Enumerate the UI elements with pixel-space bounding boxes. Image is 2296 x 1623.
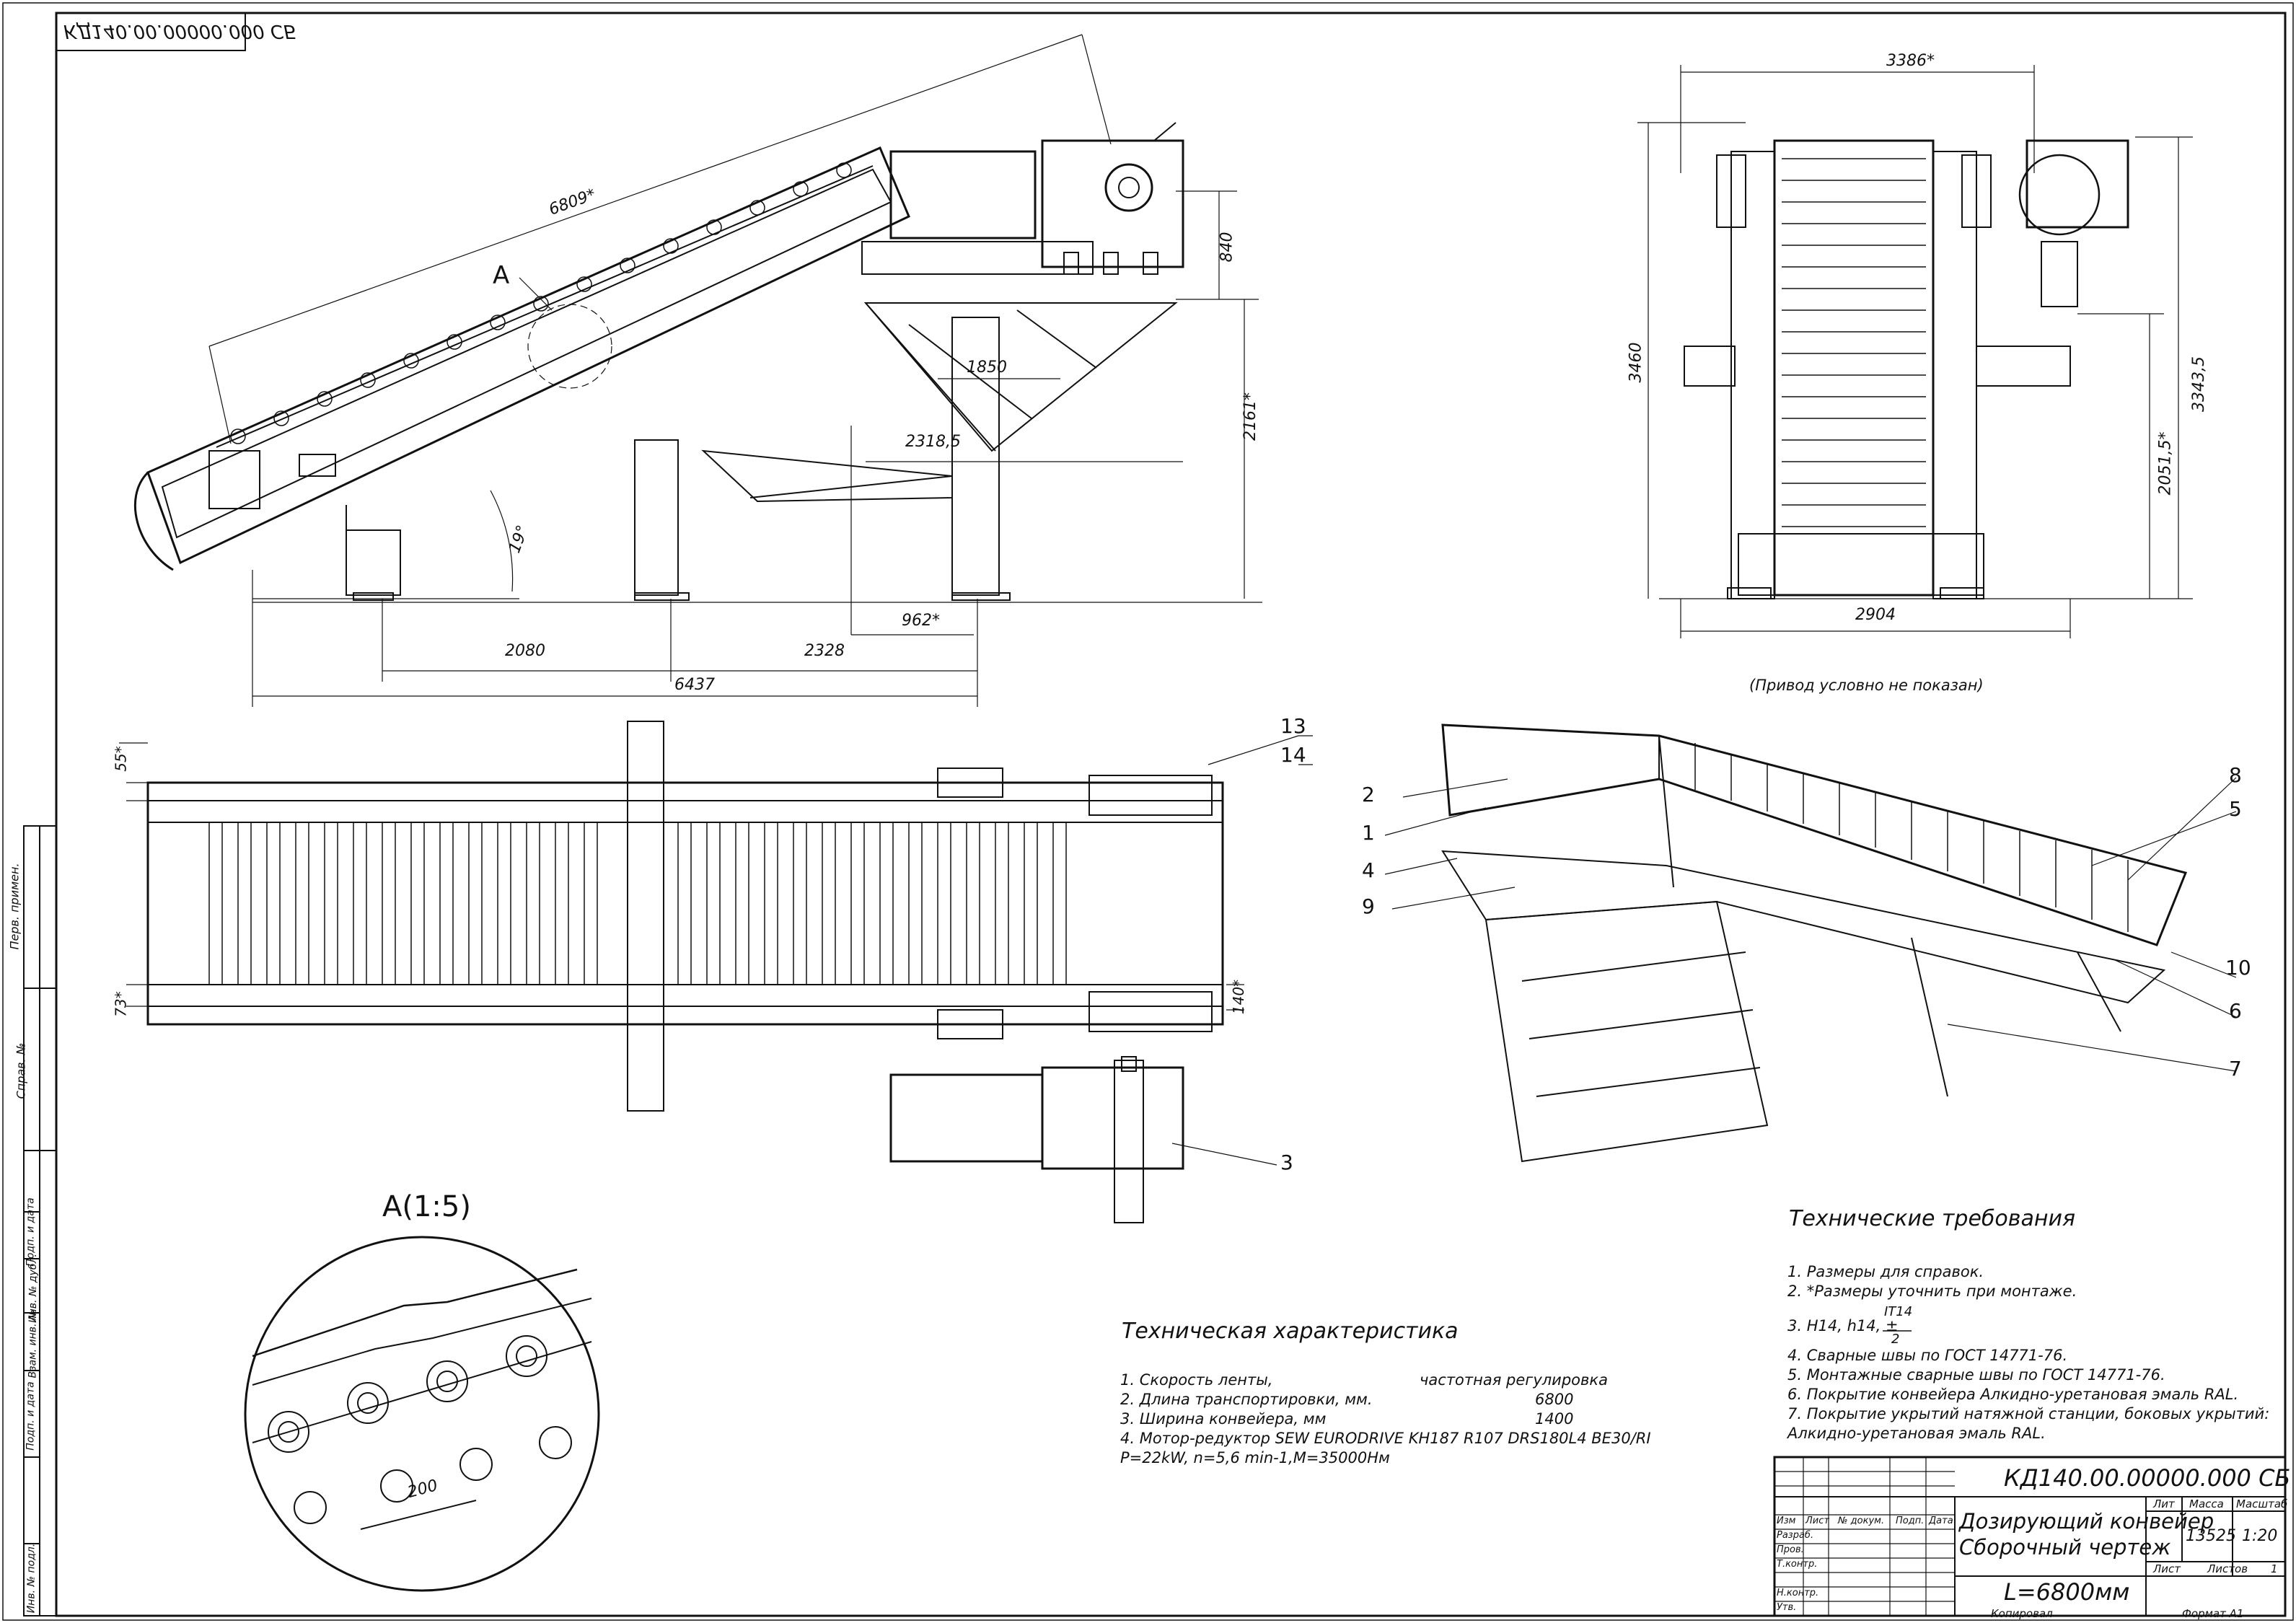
title-role-check: Пров. <box>1777 1544 1804 1555</box>
tech-req-5: 5. Монтажные сварные швы по ГОСТ 14771-7… <box>1787 1366 2165 1384</box>
title-format: Формат А1 <box>2182 1607 2244 1620</box>
tech-req-7: 7. Покрытие укрытий натяжной станции, бо… <box>1787 1405 2270 1422</box>
callout-1: 1 <box>1362 821 1375 845</box>
dim-55: 55* <box>112 746 130 772</box>
title-col-lit: Лит <box>2153 1497 2175 1510</box>
tech-requirements-title: Технические требования <box>1789 1206 2075 1231</box>
title-copied: Копировал <box>1991 1607 2053 1620</box>
tech-char-row-2-label: 2. Длина транспортировки, мм. <box>1120 1391 1373 1408</box>
dim-2161: 2161* <box>1241 392 1259 441</box>
dim-962: 962* <box>902 612 940 630</box>
title-name-line-2: Сборочный чертеж <box>1959 1535 2171 1560</box>
dim-6437: 6437 <box>674 676 715 694</box>
title-role-tcontrol: Т.контр. <box>1777 1559 1818 1570</box>
dim-2904: 2904 <box>1855 606 1896 624</box>
tech-req-1: 1. Размеры для справок. <box>1787 1263 1984 1280</box>
dim-2328: 2328 <box>804 642 845 660</box>
title-mass-value: 13525 <box>2186 1527 2236 1545</box>
tech-char-motor-line-1: 4. Мотор-редуктор SEW EURODRIVE KH187 R1… <box>1120 1430 1651 1447</box>
side-view <box>133 122 1184 601</box>
left-strip-podp-2: Подп. и дата <box>25 1381 37 1451</box>
title-name-line-1: Дозирующий конвейер <box>1959 1509 2214 1534</box>
title-sheet-label: Лист <box>2153 1562 2181 1575</box>
callout-9: 9 <box>1362 894 1375 918</box>
tech-req-4: 4. Сварные швы по ГОСТ 14771-76. <box>1787 1347 2068 1364</box>
title-head-doc: № докум. <box>1838 1516 1885 1526</box>
tech-characteristics-title: Техническая характеристика <box>1122 1319 1459 1344</box>
tech-req-3-fraction-num: IT14 <box>1884 1304 1913 1319</box>
plan-view-dimensions <box>119 735 1313 1166</box>
detail-a-marker: A <box>493 261 510 290</box>
callout-2: 2 <box>1362 783 1375 806</box>
front-view-note: (Привод условно не показан) <box>1749 677 1984 694</box>
mirrored-code-box <box>56 12 246 51</box>
callout-6: 6 <box>2229 999 2242 1023</box>
dim-3386: 3386* <box>1886 52 1935 70</box>
tech-req-3: 3. H14, h14, ± <box>1787 1317 1899 1334</box>
tech-char-motor-line-2: P=22kW, n=5,6 min-1,M=35000Нм <box>1120 1449 1390 1466</box>
left-strip-perv-primen: Перв. примен. <box>7 863 22 950</box>
tech-char-row-2-value: 6800 <box>1535 1391 1574 1408</box>
callout-7: 7 <box>2229 1057 2242 1081</box>
callout-5: 5 <box>2229 797 2242 821</box>
title-scale-value: 1:20 <box>2242 1527 2278 1545</box>
dim-3343: 3343,5 <box>2189 356 2208 412</box>
detail-a <box>244 1236 600 1592</box>
inner-frame <box>55 12 2287 1617</box>
tech-char-row-1-label: 1. Скорость ленты, <box>1120 1371 1273 1389</box>
dim-140: 140* <box>1230 979 1248 1015</box>
callout-13: 13 <box>1280 714 1306 738</box>
left-strip-inv-podl: Инв. № подл. <box>25 1543 38 1614</box>
title-role-dev: Разраб. <box>1777 1530 1814 1541</box>
dim-1850: 1850 <box>967 359 1007 377</box>
tech-char-row-3-label: 3. Ширина конвейера, мм <box>1120 1410 1327 1428</box>
tech-char-row-3-value: 1400 <box>1535 1410 1574 1428</box>
tech-req-6: 6. Покрытие конвейера Алкидно-уретановая… <box>1787 1386 2239 1403</box>
left-strip-vzam: Взам. инв. № <box>27 1309 39 1378</box>
title-col-scale: Масштаб <box>2236 1497 2288 1510</box>
side-view-dimensions <box>208 34 1262 707</box>
plan-view <box>146 721 1224 1223</box>
mirrored-doc-code: КД140.00.00000.000 СБ <box>63 20 296 42</box>
title-head-list: Лист <box>1805 1516 1829 1526</box>
iso-view <box>1441 723 2188 1163</box>
tech-char-row-1-value: частотная регулировка <box>1420 1371 1608 1389</box>
detail-a-title: A(1:5) <box>382 1190 471 1223</box>
tech-req-2: 2. *Размеры уточнить при монтаже. <box>1787 1283 2077 1300</box>
callout-14: 14 <box>1280 743 1306 767</box>
title-sheets-value: 1 <box>2271 1562 2278 1575</box>
title-role-approve: Утв. <box>1777 1602 1797 1613</box>
iso-leaders <box>1384 777 2237 1072</box>
title-sheets-label: Листов <box>2207 1562 2248 1575</box>
title-role-ncontrol: Н.контр. <box>1777 1588 1819 1598</box>
title-head-date: Дата <box>1929 1516 1953 1526</box>
front-view <box>1684 139 2129 599</box>
front-view-dimensions <box>1637 65 2193 638</box>
left-strip-sprav: Справ. № <box>14 1042 28 1099</box>
title-col-mass: Масса <box>2189 1497 2224 1510</box>
title-head-izm: Изм <box>1777 1516 1796 1526</box>
tech-req-7-cont: Алкидно-уретановая эмаль RAL. <box>1787 1425 2046 1442</box>
dim-840: 840 <box>1218 232 1236 263</box>
title-designation: КД140.00.00000.000 СБ <box>2004 1464 2291 1492</box>
callout-8: 8 <box>2229 763 2242 787</box>
dim-2318: 2318,5 <box>905 433 961 451</box>
title-head-sign: Подп. <box>1896 1516 1925 1526</box>
dim-73: 73* <box>112 991 130 1017</box>
callout-4: 4 <box>1362 858 1375 882</box>
left-strip-lines <box>23 825 57 1617</box>
callout-3: 3 <box>1280 1151 1293 1174</box>
dim-2051: 2051,5* <box>2156 431 2175 496</box>
tech-req-3-fraction-den: 2 <box>1891 1332 1900 1347</box>
callout-10: 10 <box>2225 956 2251 980</box>
dim-3460: 3460 <box>1627 342 1645 383</box>
title-length: L=6800мм <box>2004 1578 2130 1606</box>
title-block-lines <box>1773 1456 2287 1617</box>
dim-2080: 2080 <box>505 642 545 660</box>
